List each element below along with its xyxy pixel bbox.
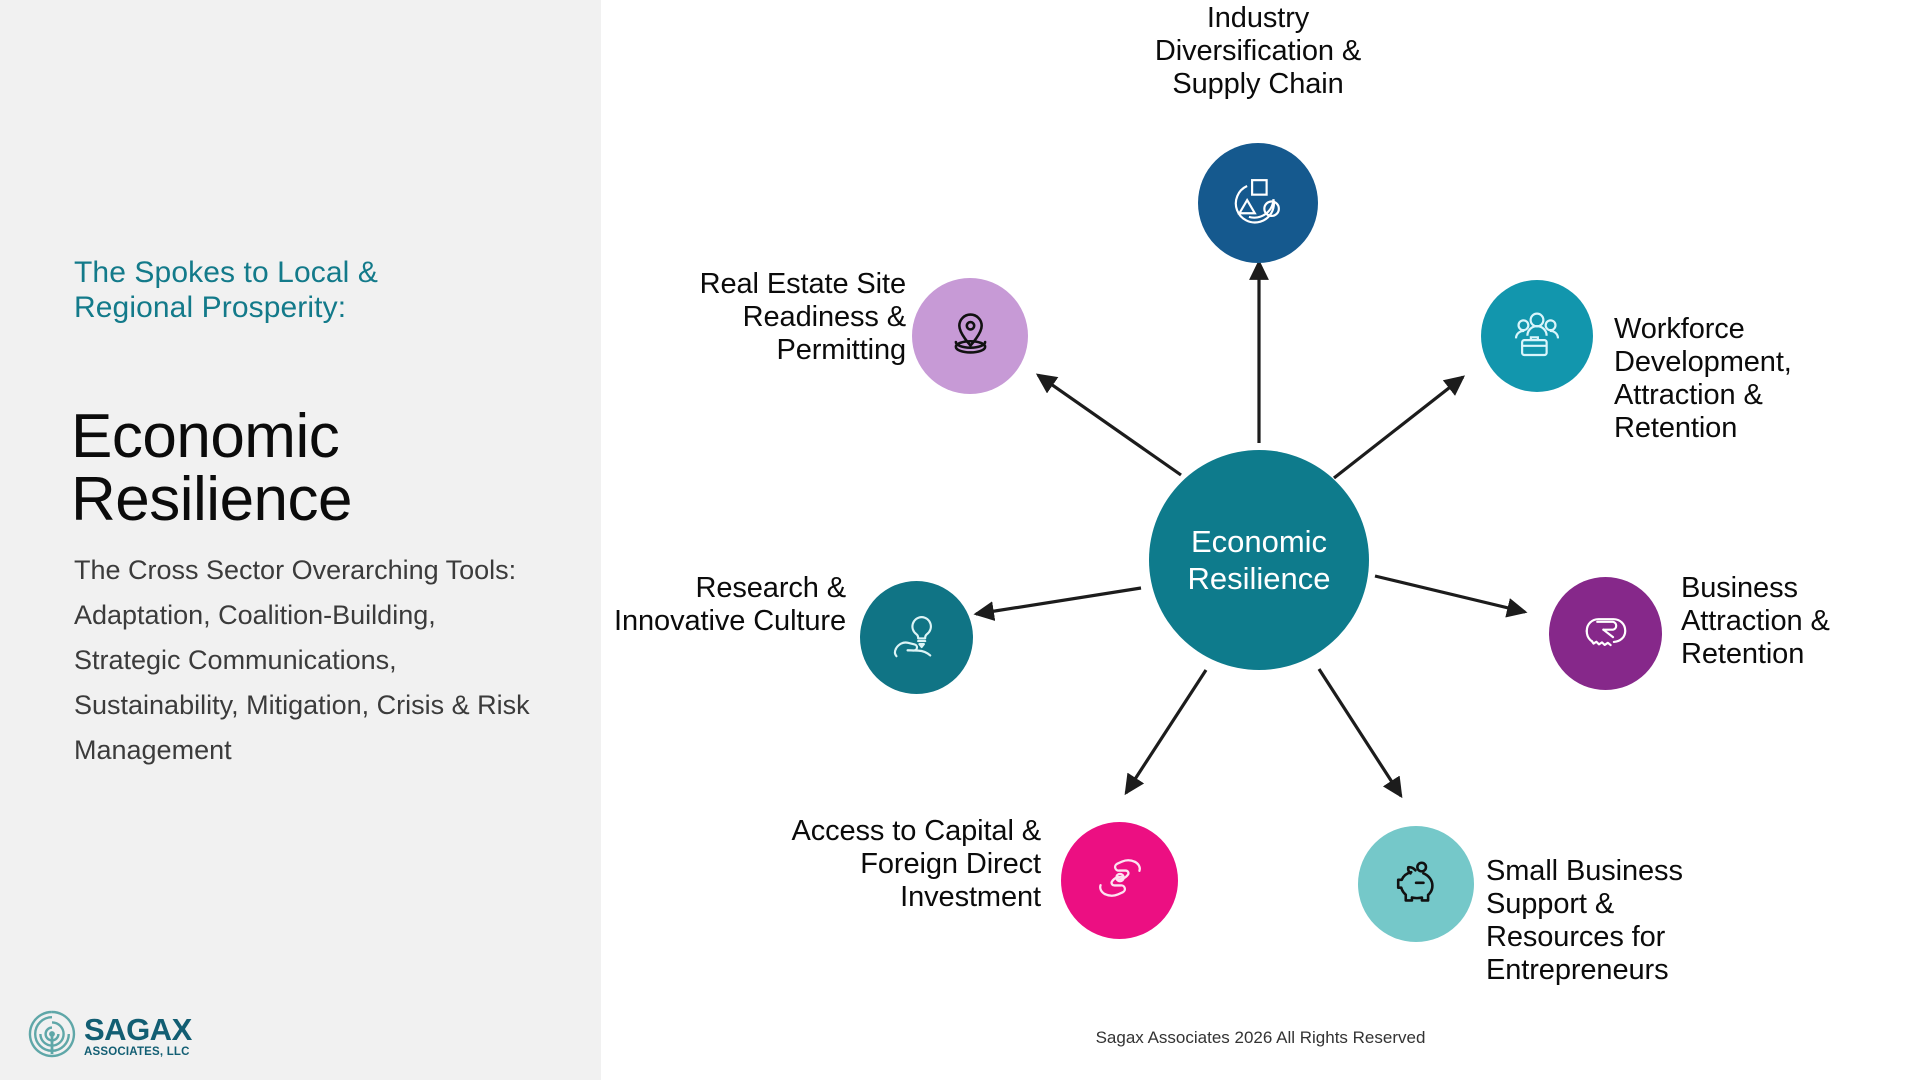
sagax-logo: SAGAX ASSOCIATES, LLC <box>27 1010 197 1062</box>
logo-name: SAGAX <box>84 1011 192 1047</box>
label-research-innovation: Research & Innovative Culture <box>614 572 846 638</box>
eyebrow-text: The Spokes to Local & Regional Prosperit… <box>74 256 378 325</box>
node-research-innovation-circle[interactable] <box>860 581 973 694</box>
piggy-bank-icon <box>1389 854 1444 914</box>
node-small-business-support[interactable] <box>1358 826 1474 942</box>
copyright-footer: Sagax Associates 2026 All Rights Reserve… <box>1095 1028 1426 1047</box>
hub-node[interactable]: Economic Resilience <box>1149 450 1369 670</box>
label-workforce-development: Workforce Development, Attraction & Rete… <box>1614 313 1792 445</box>
node-business-attraction[interactable] <box>1549 577 1662 690</box>
labyrinth-icon <box>27 1009 77 1064</box>
arrow-to-business-attraction <box>1374 574 1528 618</box>
label-access-to-capital: Access to Capital & Foreign Direct Inves… <box>791 815 1041 914</box>
page-title: Economic Resilience <box>71 401 353 535</box>
handshake-icon <box>1578 603 1634 664</box>
diversification-icon <box>1229 172 1287 235</box>
hand-lightbulb-icon <box>889 608 944 668</box>
label-business-attraction: Business Attraction & Retention <box>1681 572 1830 671</box>
arrow-to-workforce-development <box>1333 375 1466 480</box>
logo-subtitle: ASSOCIATES, LLC <box>84 1045 190 1058</box>
arrow-to-real-estate-readiness <box>1035 373 1182 477</box>
hub-and-spoke-diagram: Economic Resilience Industry Diversifica… <box>601 0 1920 1080</box>
arrow-to-access-to-capital <box>1124 669 1208 796</box>
people-briefcase-icon <box>1509 306 1565 367</box>
node-access-to-capital[interactable] <box>1061 822 1178 939</box>
hands-coin-icon <box>1092 850 1148 911</box>
location-pin-icon <box>943 306 998 366</box>
logo-wordmark: SAGAX ASSOCIATES, LLC <box>84 1014 192 1059</box>
spoke-arrows <box>973 259 1528 799</box>
hub-label: Economic Resilience <box>1187 523 1331 596</box>
label-small-business-support: Small Business Support & Resources for E… <box>1486 855 1683 987</box>
arrow-to-research-innovation <box>973 586 1142 622</box>
node-real-estate-readiness[interactable] <box>912 278 1028 394</box>
arrow-to-small-business-support <box>1317 668 1403 799</box>
subtitle-paragraph: The Cross Sector Overarching Tools: Adap… <box>74 555 530 766</box>
node-workforce-development[interactable] <box>1481 280 1593 392</box>
label-real-estate-readiness: Real Estate Site Readiness & Permitting <box>699 268 906 367</box>
node-industry-diversification[interactable] <box>1198 143 1318 263</box>
label-industry-diversification: Industry Diversification & Supply Chain <box>1154 2 1362 101</box>
left-panel: The Spokes to Local & Regional Prosperit… <box>0 0 601 1080</box>
